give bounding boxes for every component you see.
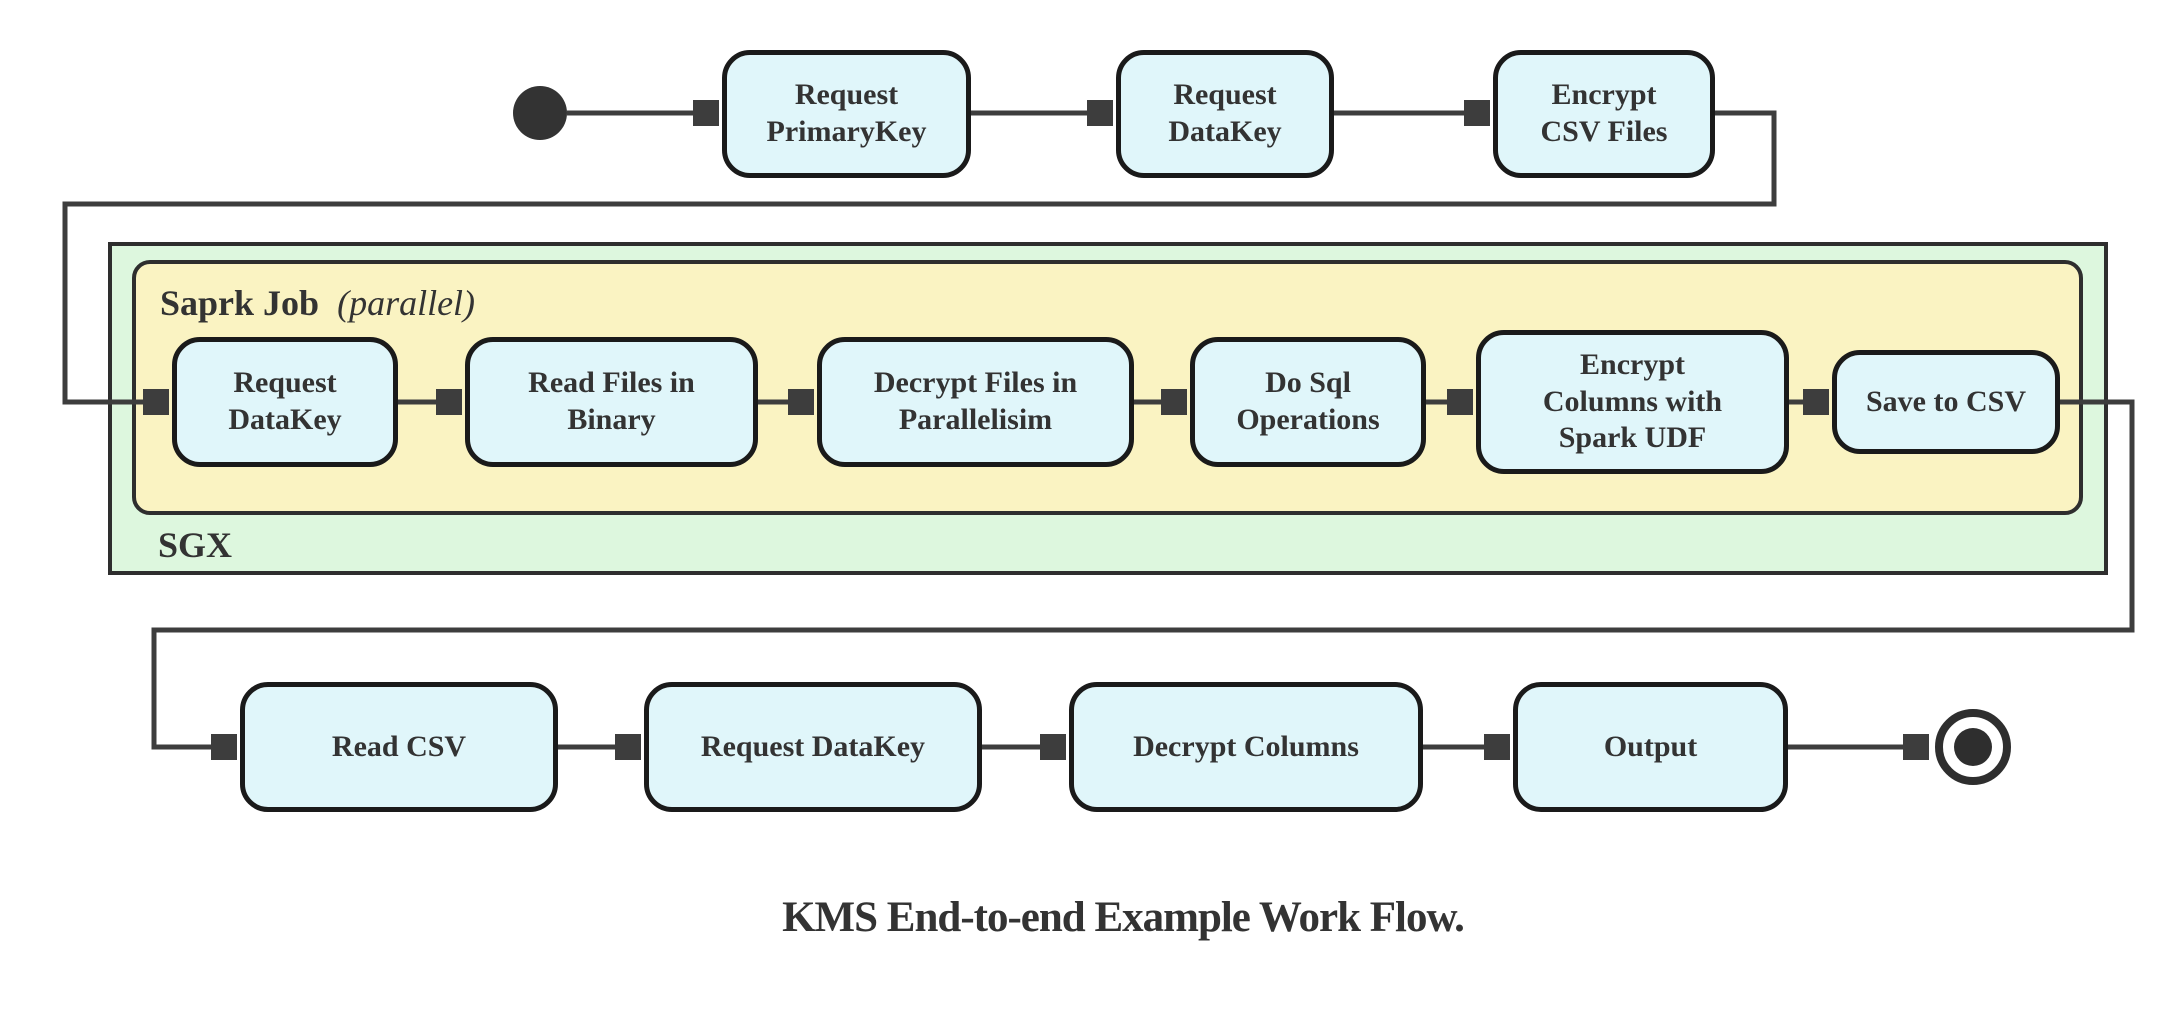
node-request-primarykey: Request PrimaryKey [722, 50, 971, 178]
end-node-icon [1935, 709, 2011, 785]
node-sgx-request-datakey: Request DataKey [172, 337, 398, 467]
node-save-to-csv: Save to CSV [1832, 350, 2060, 454]
sgx-label: SGX [158, 525, 233, 565]
node-do-sql-operations: Do Sql Operations [1190, 337, 1426, 467]
node-request-datakey-bottom: Request DataKey [644, 682, 982, 812]
end-node-dot [1954, 728, 1992, 766]
node-output: Output [1513, 682, 1788, 812]
spark-job-qualifier: (parallel) [337, 283, 476, 323]
node-decrypt-columns: Decrypt Columns [1069, 682, 1423, 812]
node-read-csv: Read CSV [240, 682, 558, 812]
node-encrypt-columns-with-spark-udf: Encrypt Columns with Spark UDF [1476, 330, 1789, 474]
spark-job-title: Saprk Job [160, 283, 329, 323]
spark-job-label: Saprk Job (parallel) [160, 282, 475, 324]
node-request-datakey-top: Request DataKey [1116, 50, 1334, 178]
node-decrypt-files-in-parallelisim: Decrypt Files in Parallelisim [817, 337, 1134, 467]
node-read-files-in-binary: Read Files in Binary [465, 337, 758, 467]
diagram-caption: KMS End-to-end Example Work Flow. [782, 894, 1465, 941]
node-encrypt-csv-files: Encrypt CSV Files [1493, 50, 1715, 178]
start-node-icon [513, 86, 567, 140]
